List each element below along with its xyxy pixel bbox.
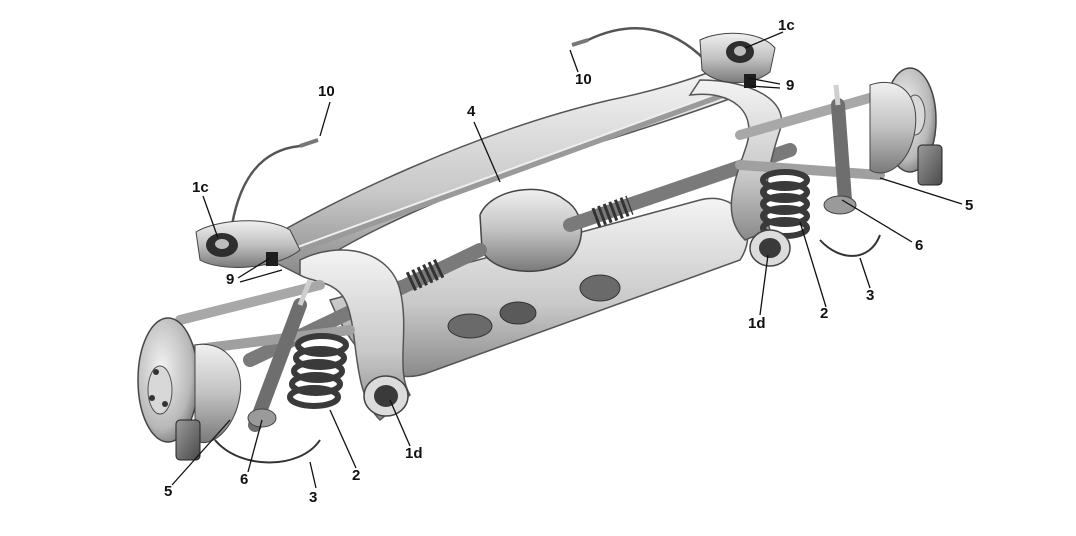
leader-1d-right bbox=[759, 254, 769, 316]
wheel-stud-left-1 bbox=[153, 369, 159, 375]
callout-4: 4 bbox=[467, 103, 476, 120]
leader-5-right bbox=[879, 177, 963, 205]
leader-lines bbox=[171, 31, 963, 489]
leader-10-left bbox=[319, 101, 331, 137]
callout-10-right: 10 bbox=[575, 71, 592, 88]
wheel-stud-left-2 bbox=[162, 401, 168, 407]
shock-absorber-right-rod bbox=[833, 84, 841, 106]
wheel-stud-left-3 bbox=[149, 395, 155, 401]
shock-absorber-right bbox=[831, 98, 852, 207]
wheel-carrier-left bbox=[194, 343, 242, 444]
control-arm-right-lower bbox=[735, 160, 885, 180]
mount-bushing-right-bolt bbox=[734, 46, 746, 56]
wheel-sensor-cable-right bbox=[819, 234, 881, 257]
leader-2-right bbox=[799, 221, 827, 308]
leader-6-right bbox=[841, 199, 913, 243]
callout-9-right: 9 bbox=[786, 77, 795, 94]
stabilizer-clamp-left bbox=[266, 252, 278, 266]
wheel-hub-left-center bbox=[147, 365, 173, 415]
shock-mount-left bbox=[247, 408, 277, 428]
callout-1d-right: 1d bbox=[748, 315, 766, 332]
stabilizer-bar bbox=[261, 86, 739, 266]
leader-1c-right bbox=[744, 31, 784, 49]
leader-9-left-b bbox=[239, 269, 283, 283]
callout-1c-left: 1c bbox=[192, 179, 209, 196]
callout-3-left: 3 bbox=[309, 489, 318, 506]
leader-3-left bbox=[309, 461, 317, 489]
subframe-bushing-left-core bbox=[374, 385, 398, 407]
subframe-mount-hole-1 bbox=[447, 313, 493, 339]
leader-9-right-a bbox=[747, 77, 781, 85]
differential-housing bbox=[479, 188, 582, 273]
shock-absorber-left bbox=[248, 298, 307, 432]
leader-6-left bbox=[247, 419, 263, 473]
subframe-mount-hole-3 bbox=[579, 274, 621, 302]
callout-5-right: 5 bbox=[965, 197, 974, 214]
shock-mount-right bbox=[823, 195, 857, 215]
wheel-carrier-right bbox=[869, 81, 917, 174]
callout-1d-left: 1d bbox=[405, 445, 423, 462]
callout-3-right: 3 bbox=[866, 287, 875, 304]
leader-10-right bbox=[569, 49, 579, 73]
shock-absorber-left-rod bbox=[297, 279, 313, 306]
brake-line-right bbox=[587, 27, 706, 61]
leader-9-right-b bbox=[749, 85, 781, 89]
control-arm-left-upper bbox=[175, 280, 325, 325]
leader-1c-left bbox=[202, 195, 219, 239]
callout-1c-right: 1c bbox=[778, 17, 795, 34]
control-arm-right-upper bbox=[735, 90, 885, 140]
leader-5-left bbox=[171, 419, 231, 486]
leader-1d-left bbox=[389, 399, 411, 447]
brake-caliper-right bbox=[917, 144, 943, 186]
driveshaft-right-boot bbox=[591, 195, 634, 228]
leader-4 bbox=[473, 121, 501, 183]
mount-bushing-left-bolt bbox=[215, 239, 229, 249]
brake-caliper-left bbox=[175, 419, 201, 461]
stabilizer-bar-highlight bbox=[264, 86, 736, 260]
callout-2-left: 2 bbox=[352, 467, 361, 484]
callout-9-left: 9 bbox=[226, 271, 235, 288]
brake-line-right-tip bbox=[571, 38, 589, 47]
brake-line-left-tip bbox=[299, 138, 319, 148]
callout-5-left: 5 bbox=[164, 483, 173, 500]
stabilizer-clamp-right bbox=[744, 74, 756, 88]
leader-2-left bbox=[329, 409, 357, 469]
callout-6-left: 6 bbox=[240, 471, 249, 488]
subframe-bushing-right-core bbox=[759, 238, 781, 258]
subframe-mount-hole-2 bbox=[499, 301, 537, 325]
leader-9-left-a bbox=[237, 257, 271, 279]
brake-line-left bbox=[230, 144, 301, 226]
coil-spring-left bbox=[287, 333, 349, 409]
callout-2-right: 2 bbox=[820, 305, 829, 322]
leader-3-right bbox=[859, 257, 871, 289]
wheel-sensor-cable-left bbox=[214, 439, 321, 464]
callout-6-right: 6 bbox=[915, 237, 924, 254]
callout-10-left: 10 bbox=[318, 83, 335, 100]
